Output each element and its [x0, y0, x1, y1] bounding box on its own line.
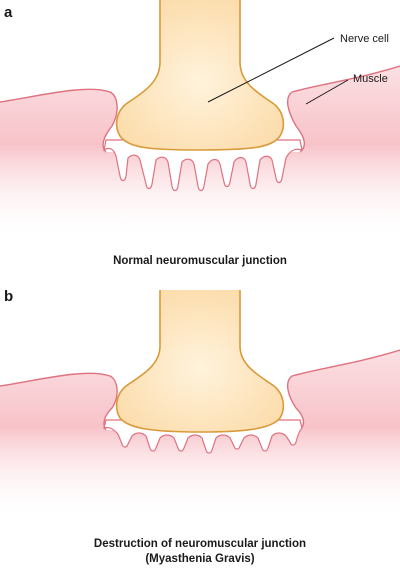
panel-b: b Destruction of neuromuscular junction … — [0, 288, 400, 565]
panel-b-muscle-outline-right — [286, 349, 400, 431]
panel-a-nerve-cell — [115, 0, 285, 151]
panel-a: a Nerve cell Muscle Normal neuromuscular… — [0, 0, 400, 267]
panel-a-muscle-leader — [305, 79, 349, 105]
panel-a-letter: a — [4, 4, 13, 21]
panel-a-caption: Normal neuromuscular junction — [113, 255, 287, 267]
panel-a-synaptic-folds — [103, 139, 303, 192]
panel-b-nerve-cell — [115, 290, 285, 433]
panel-a-muscle-outline-right — [286, 65, 400, 153]
panel-b-muscle-outline — [0, 372, 118, 431]
panel-a-nerve-label: Nerve cell — [340, 33, 389, 45]
panel-a-nerve-leader — [207, 37, 335, 103]
panel-b-caption-line-2: (Myasthenia Gravis) — [145, 553, 254, 565]
panel-a-muscle-label: Muscle — [353, 73, 388, 85]
panel-a-muscle-outline — [0, 88, 118, 153]
panel-b-letter: b — [4, 288, 13, 305]
panel-b-caption-line-1: Destruction of neuromuscular junction — [94, 538, 306, 550]
